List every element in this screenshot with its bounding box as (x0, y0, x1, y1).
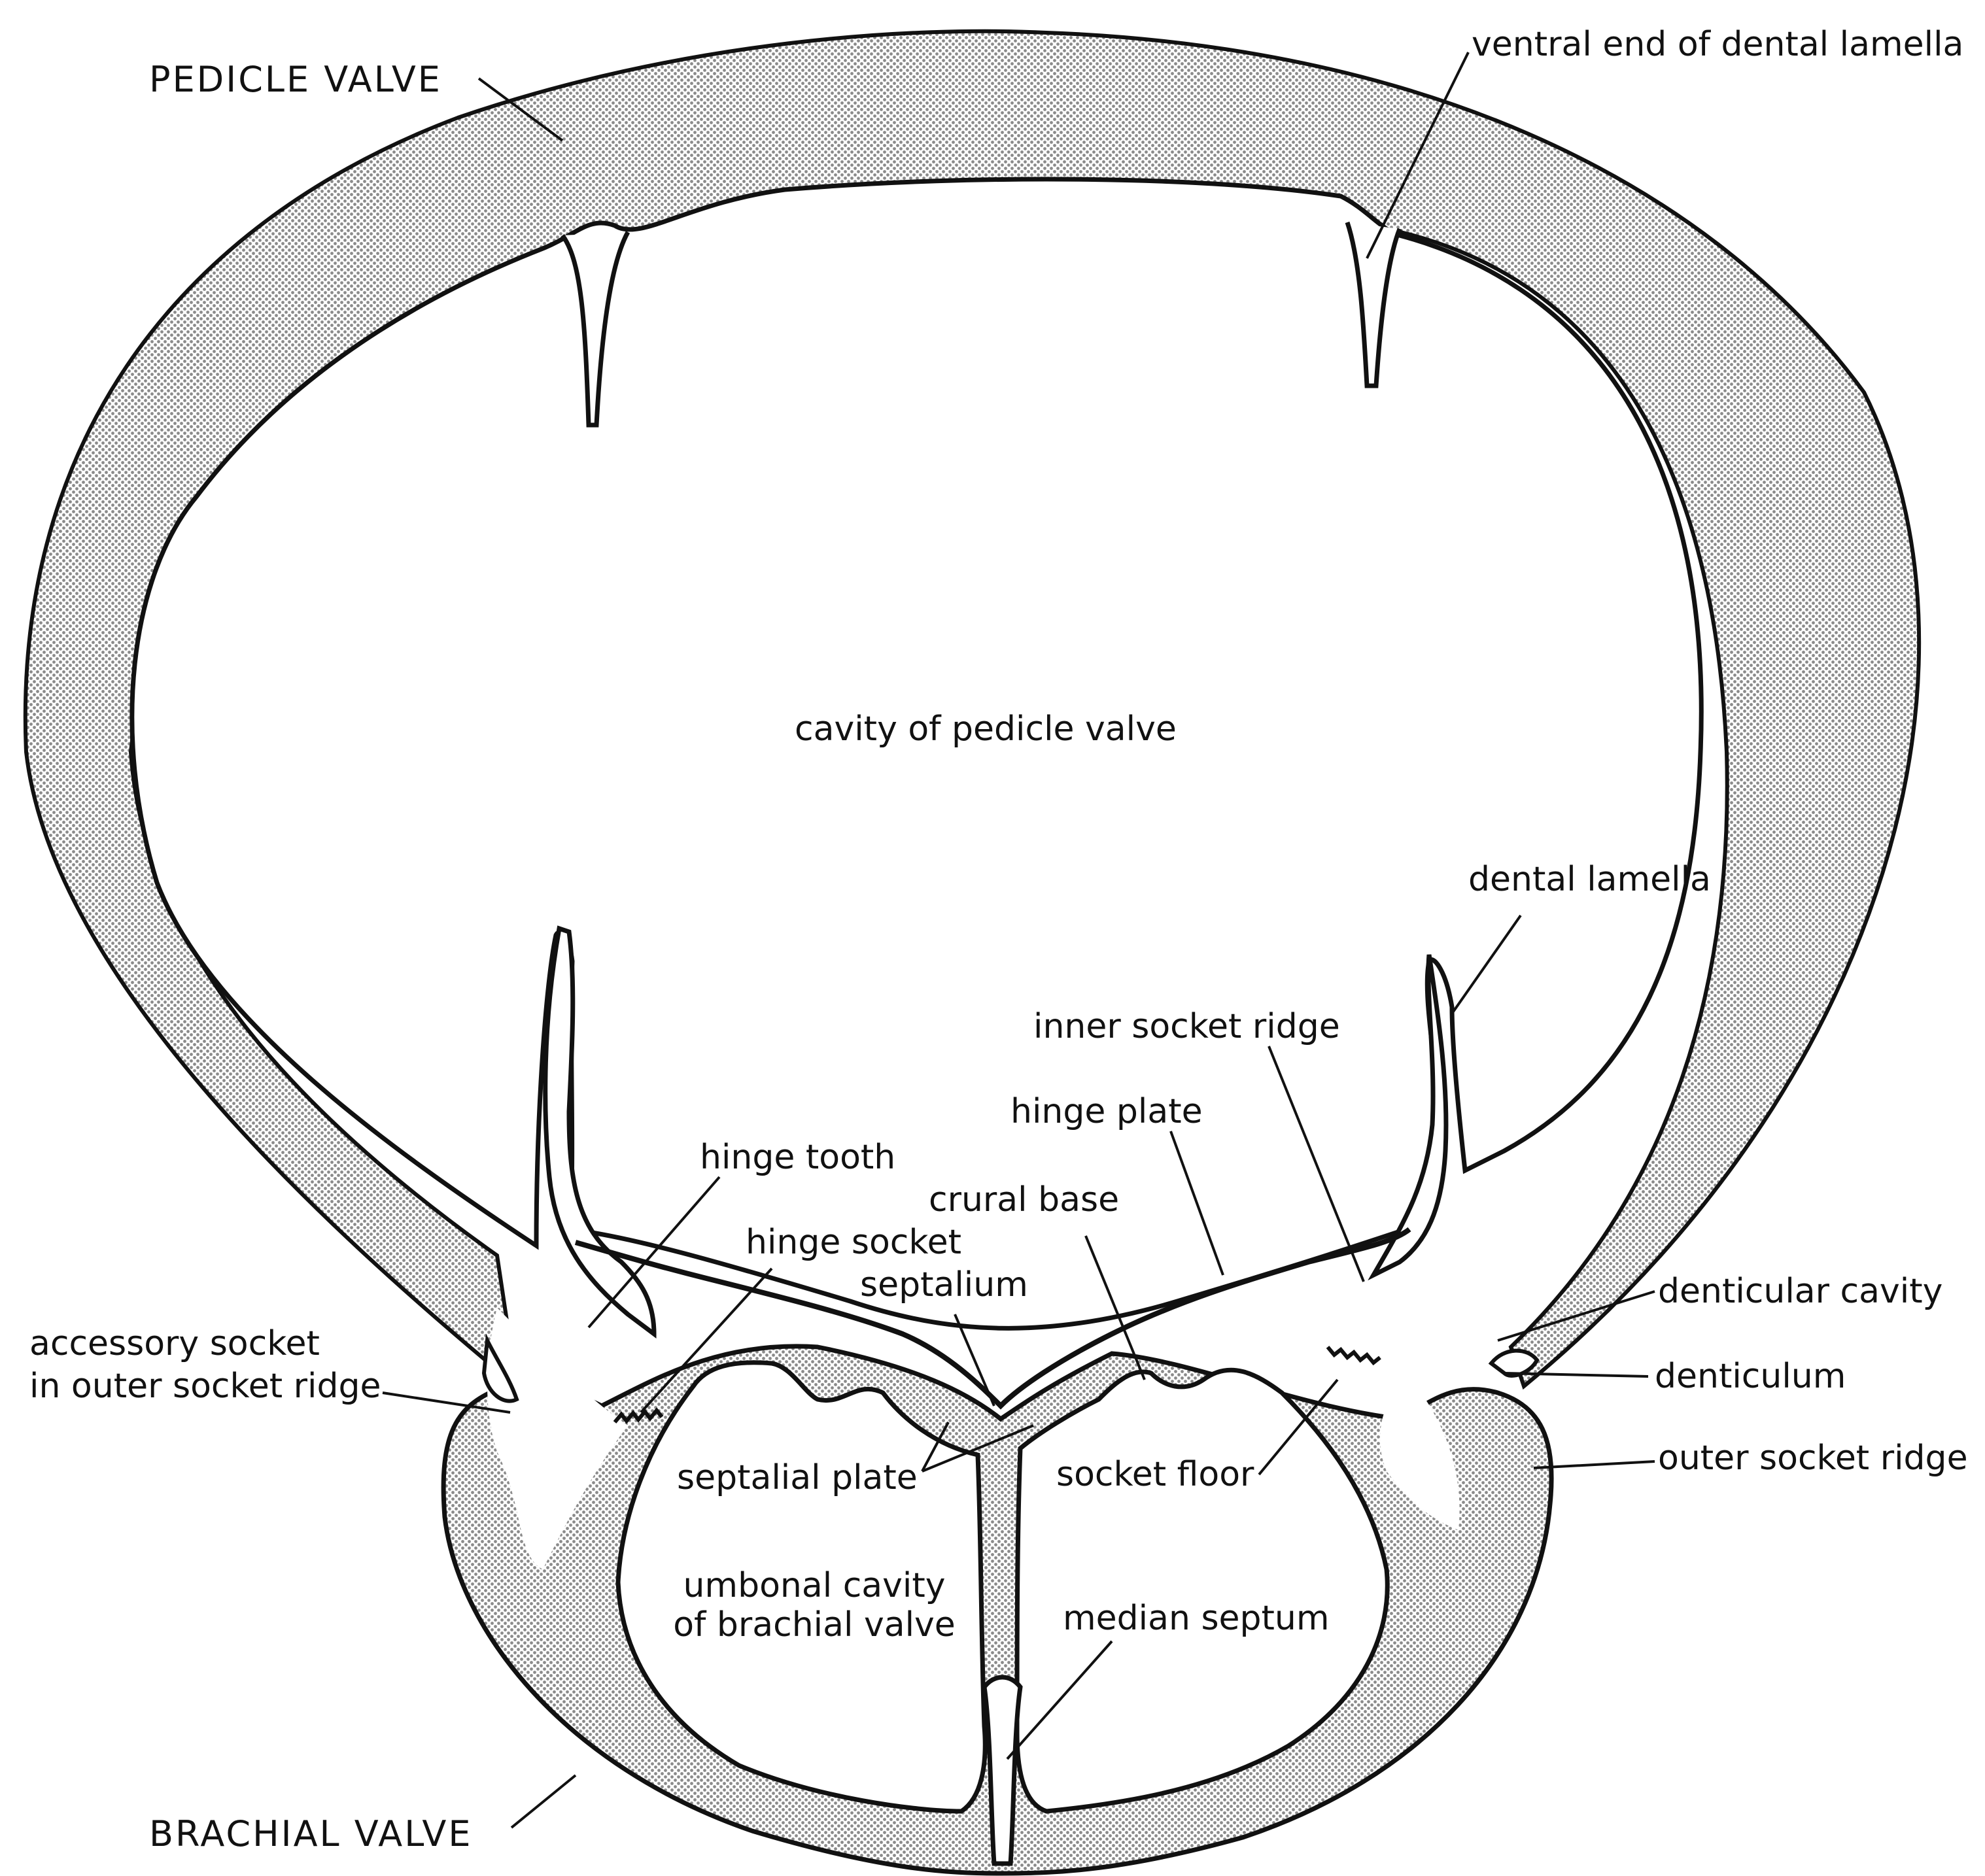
label-septalial-plate: septalial plate (677, 1458, 918, 1497)
label-pedicle-valve: PEDICLE VALVE (149, 60, 442, 99)
label-accessory-socket-line1: accessory socket (29, 1324, 320, 1363)
label-median-septum: median septum (1063, 1599, 1330, 1638)
label-hinge-tooth: hinge tooth (700, 1138, 895, 1177)
label-umbonal-cavity-line1: umbonal cavity (683, 1566, 945, 1605)
label-ventral-end-of-dental-lamella: ventral end of dental lamella (1472, 25, 1963, 64)
leader-brachial-valve (511, 1775, 576, 1828)
label-crural-base: crural base (929, 1180, 1119, 1219)
label-outer-socket-ridge: outer socket ridge (1658, 1439, 1968, 1478)
label-brachial-valve: BRACHIAL VALVE (149, 1815, 472, 1854)
label-hinge-plate: hinge plate (1010, 1092, 1203, 1131)
label-denticulum: denticulum (1655, 1357, 1846, 1396)
label-dental-lamella: dental lamella (1468, 860, 1711, 899)
label-inner-socket-ridge: inner socket ridge (1033, 1007, 1340, 1046)
label-accessory-socket-line2: in outer socket ridge (29, 1367, 381, 1406)
label-hinge-socket: hinge socket (746, 1223, 961, 1262)
right-hinge-tooth-serration (1328, 1347, 1380, 1363)
label-cavity-of-pedicle-valve: cavity of pedicle valve (795, 709, 1177, 749)
label-socket-floor: socket floor (1056, 1455, 1254, 1494)
label-umbonal-cavity-line2: of brachial valve (673, 1605, 956, 1645)
label-denticular-cavity: denticular cavity (1658, 1272, 1942, 1311)
label-septalium: septalium (860, 1265, 1028, 1305)
